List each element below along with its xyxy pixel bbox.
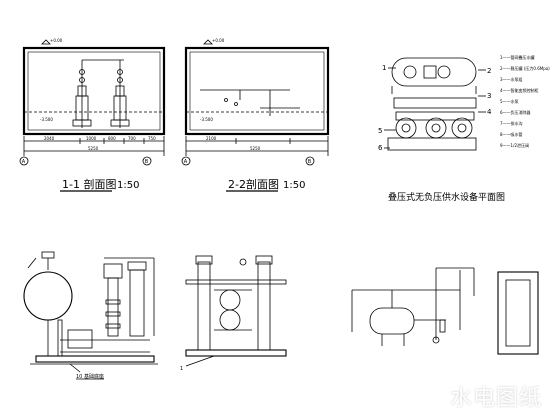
axis-label: B [145,159,149,165]
dimension-text: 2040 [44,136,55,141]
pump-circle [451,117,473,139]
pump-body [107,277,119,337]
axis-label: A [22,159,26,165]
elevation-floor-label: -3.500 [40,117,53,122]
elevation-marker-icon [41,39,51,45]
axis-bubble [19,156,29,166]
elevation-center: 1 [180,255,287,372]
tank-circle [23,271,73,321]
dimension-total-text: 5250 [250,146,261,151]
room-inner-outline [27,51,161,131]
pump-unit [110,60,130,128]
base-frame [185,349,287,357]
legend-item: 6——负压消除器 [500,109,531,115]
dimension-text: 700 [128,136,136,141]
axis-bubble [181,156,191,166]
legend-item: 1——管网叠压水罐 [500,54,535,60]
section-title: 2-2剖面图 [228,177,279,191]
base-label: 10 基础底座 [76,373,104,380]
section-scale: 1:50 [117,180,139,191]
callout-number: 1 [382,64,386,72]
elevation-top-label: +0.00 [50,38,63,43]
callout-number: 5 [378,127,382,135]
equipment-plan: 1 2 3 4 5 6 1——管网叠压水罐 2——稳压罐 (压力0.6Mpa) … [378,54,550,203]
section-1-1: +0.00 -3.500 2040 1000 [19,38,166,192]
legend-item: 5——水泵 [500,98,519,104]
axis-bubble [305,156,315,166]
section-scale: 1:50 [283,180,305,191]
pipe-assembly [67,329,93,349]
tank-outline [369,307,415,335]
pump-unit [72,59,124,128]
section-2-2: +0.00 -3.500 2100 5250 A B 2-2剖面图 1:50 [181,38,330,192]
section-title: 1-1 剖面图 [62,177,116,191]
legend-item: 8——吸水管 [500,131,523,137]
dimension-text: 750 [148,136,156,141]
legend-item: 3——水泵组 [500,76,523,82]
room-wall-outline [184,46,330,136]
plan-legend: 1——管网叠压水罐 2——稳压罐 (压力0.6Mpa) 3——水泵组 4——智能… [500,54,550,148]
callout-number: 2 [487,67,491,75]
room-inner-outline [189,51,325,131]
motor-block [103,263,123,279]
callout-number: 3 [487,92,491,100]
callout-number: 4 [487,108,492,116]
dimension-text: 800 [108,136,116,141]
callout-number: 6 [378,144,383,152]
pump-body [197,261,211,351]
pump-body [129,269,145,337]
elevation-floor-label: -3.500 [200,117,213,122]
gauge-icon [239,258,247,266]
room-wall-outline [22,46,166,136]
system-diagram [351,267,539,355]
legend-item: 7——排水沟 [500,120,523,126]
tank-outline [391,57,477,87]
pump-circle [395,117,417,139]
elevation-top-label: +0.00 [212,38,225,43]
elevation-left: 10 基础底座 [23,251,158,380]
pump-circle [425,117,447,139]
dimension-total-text: 5250 [88,146,99,151]
plan-callouts: 1 2 3 4 5 6 [378,64,492,152]
dimension-text: 1000 [86,136,97,141]
callout-number: 1 [180,366,183,372]
axis-label: A [184,159,188,165]
legend-item: 4——智能变频控制柜 [500,87,539,93]
watermark: 水电图纸 [449,386,542,411]
legend-item: 9——1/2泄压阀 [500,142,529,148]
axis-bubble [142,156,152,166]
dimension-text: 2100 [206,136,217,141]
elevation-marker-icon [203,39,213,45]
room-outline [497,271,539,355]
plan-title: 叠压式无负压供水设备平面图 [388,191,505,203]
legend-item: 2——稳压罐 (压力0.6Mpa) [500,65,550,71]
axis-label: B [308,159,312,165]
valve-circle [219,289,241,311]
valve-circle [219,309,241,331]
base-frame [35,355,155,363]
door-outline [505,279,531,347]
pump-body [257,261,271,351]
